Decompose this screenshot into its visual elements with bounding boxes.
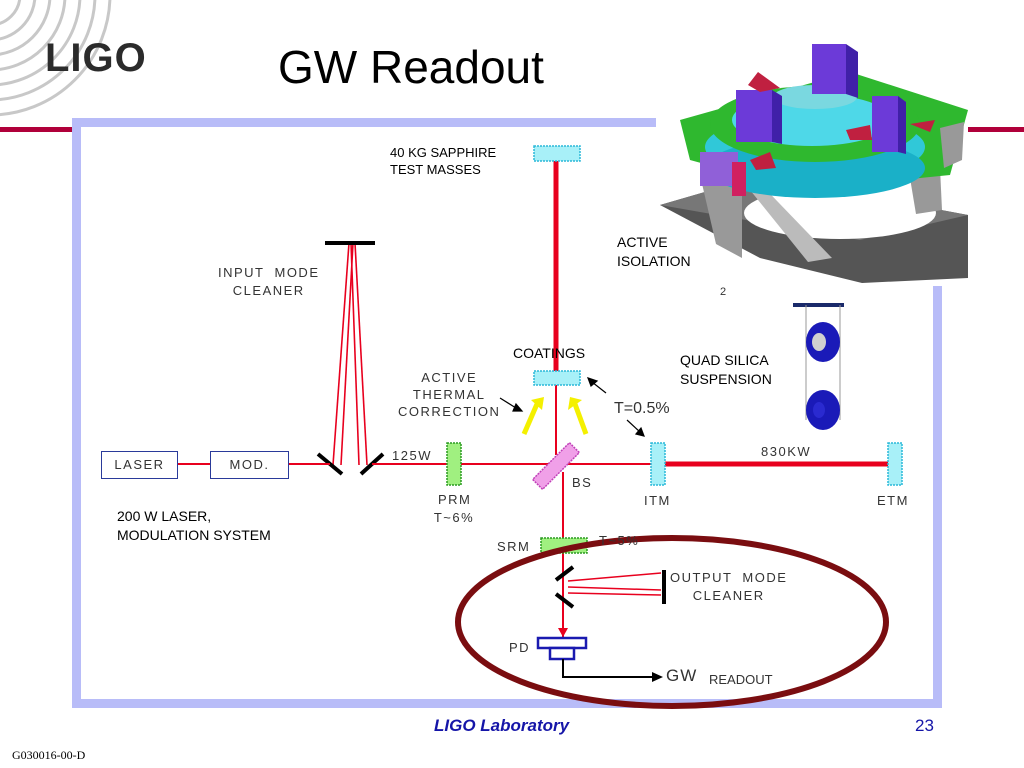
photodetector bbox=[536, 636, 588, 650]
itm-mirror bbox=[650, 442, 666, 486]
modulator-box: MOD. bbox=[210, 451, 289, 479]
coatings-label: COATINGS bbox=[513, 345, 586, 361]
quad-suspension-label: QUAD SILICA SUSPENSION bbox=[680, 352, 772, 387]
ligo-logo: LIGO bbox=[45, 36, 147, 80]
active-isolation-label: ACTIVE ISOLATION bbox=[617, 234, 691, 269]
laser-box: LASER bbox=[101, 451, 178, 479]
stray-mark: 2 bbox=[720, 286, 727, 298]
prm-mirror bbox=[446, 442, 462, 486]
srm-transmission-label: T~5% bbox=[599, 533, 640, 548]
arm-power-label: 830KW bbox=[761, 444, 812, 459]
input-mode-cleaner-label: INPUT MODE CLEANER bbox=[218, 265, 320, 298]
photodetector-base bbox=[548, 646, 576, 661]
test-masses-label: 40 KG SAPPHIRE TEST MASSES bbox=[390, 145, 497, 177]
quad-suspension-graphic bbox=[793, 303, 844, 430]
readout-highlight-ellipse bbox=[455, 535, 889, 709]
document-code: G030016-00-D bbox=[12, 748, 86, 762]
output-mode-cleaner-beams bbox=[567, 572, 662, 596]
itm-label: ITM bbox=[644, 493, 671, 508]
pointer-arrows bbox=[499, 377, 645, 437]
etm-label: ETM bbox=[877, 493, 909, 508]
pd-arrowhead bbox=[558, 628, 568, 637]
test-mass-itm-y bbox=[533, 370, 581, 386]
itm-transmission-label: T=0.5% bbox=[614, 400, 670, 417]
page-number: 23 bbox=[915, 716, 934, 735]
active-thermal-correction-label: ACTIVE THERMAL CORRECTION bbox=[398, 370, 501, 419]
omc-mirror-1 bbox=[554, 565, 575, 582]
laser-system-label: 200 W LASER, MODULATION SYSTEM bbox=[117, 508, 271, 543]
slide-title: GW Readout bbox=[278, 41, 544, 93]
input-power-label: 125W bbox=[392, 448, 432, 463]
prm-transmission-label: T~6% bbox=[433, 510, 475, 525]
readout-label: READOUT bbox=[709, 672, 773, 687]
output-mode-cleaner-label: OUTPUT MODE CLEANER bbox=[670, 570, 788, 603]
gw-label: GW bbox=[666, 666, 698, 685]
thermal-correction-arrows bbox=[521, 397, 589, 435]
omc-mirror-2 bbox=[554, 592, 575, 609]
srm-label: SRM bbox=[497, 539, 531, 554]
prm-label: PRM bbox=[438, 492, 472, 507]
test-mass-top bbox=[533, 145, 581, 162]
etm-mirror bbox=[887, 442, 903, 486]
pd-label: PD bbox=[509, 640, 531, 655]
readout-arrow-line bbox=[562, 659, 652, 678]
input-mode-cleaner-beams bbox=[332, 242, 368, 466]
footer-lab-name: LIGO Laboratory bbox=[434, 716, 570, 735]
readout-arrowhead bbox=[652, 672, 663, 682]
bs-label: BS bbox=[572, 475, 593, 490]
beam-splitter bbox=[531, 441, 581, 491]
active-isolation-graphic bbox=[656, 38, 968, 286]
